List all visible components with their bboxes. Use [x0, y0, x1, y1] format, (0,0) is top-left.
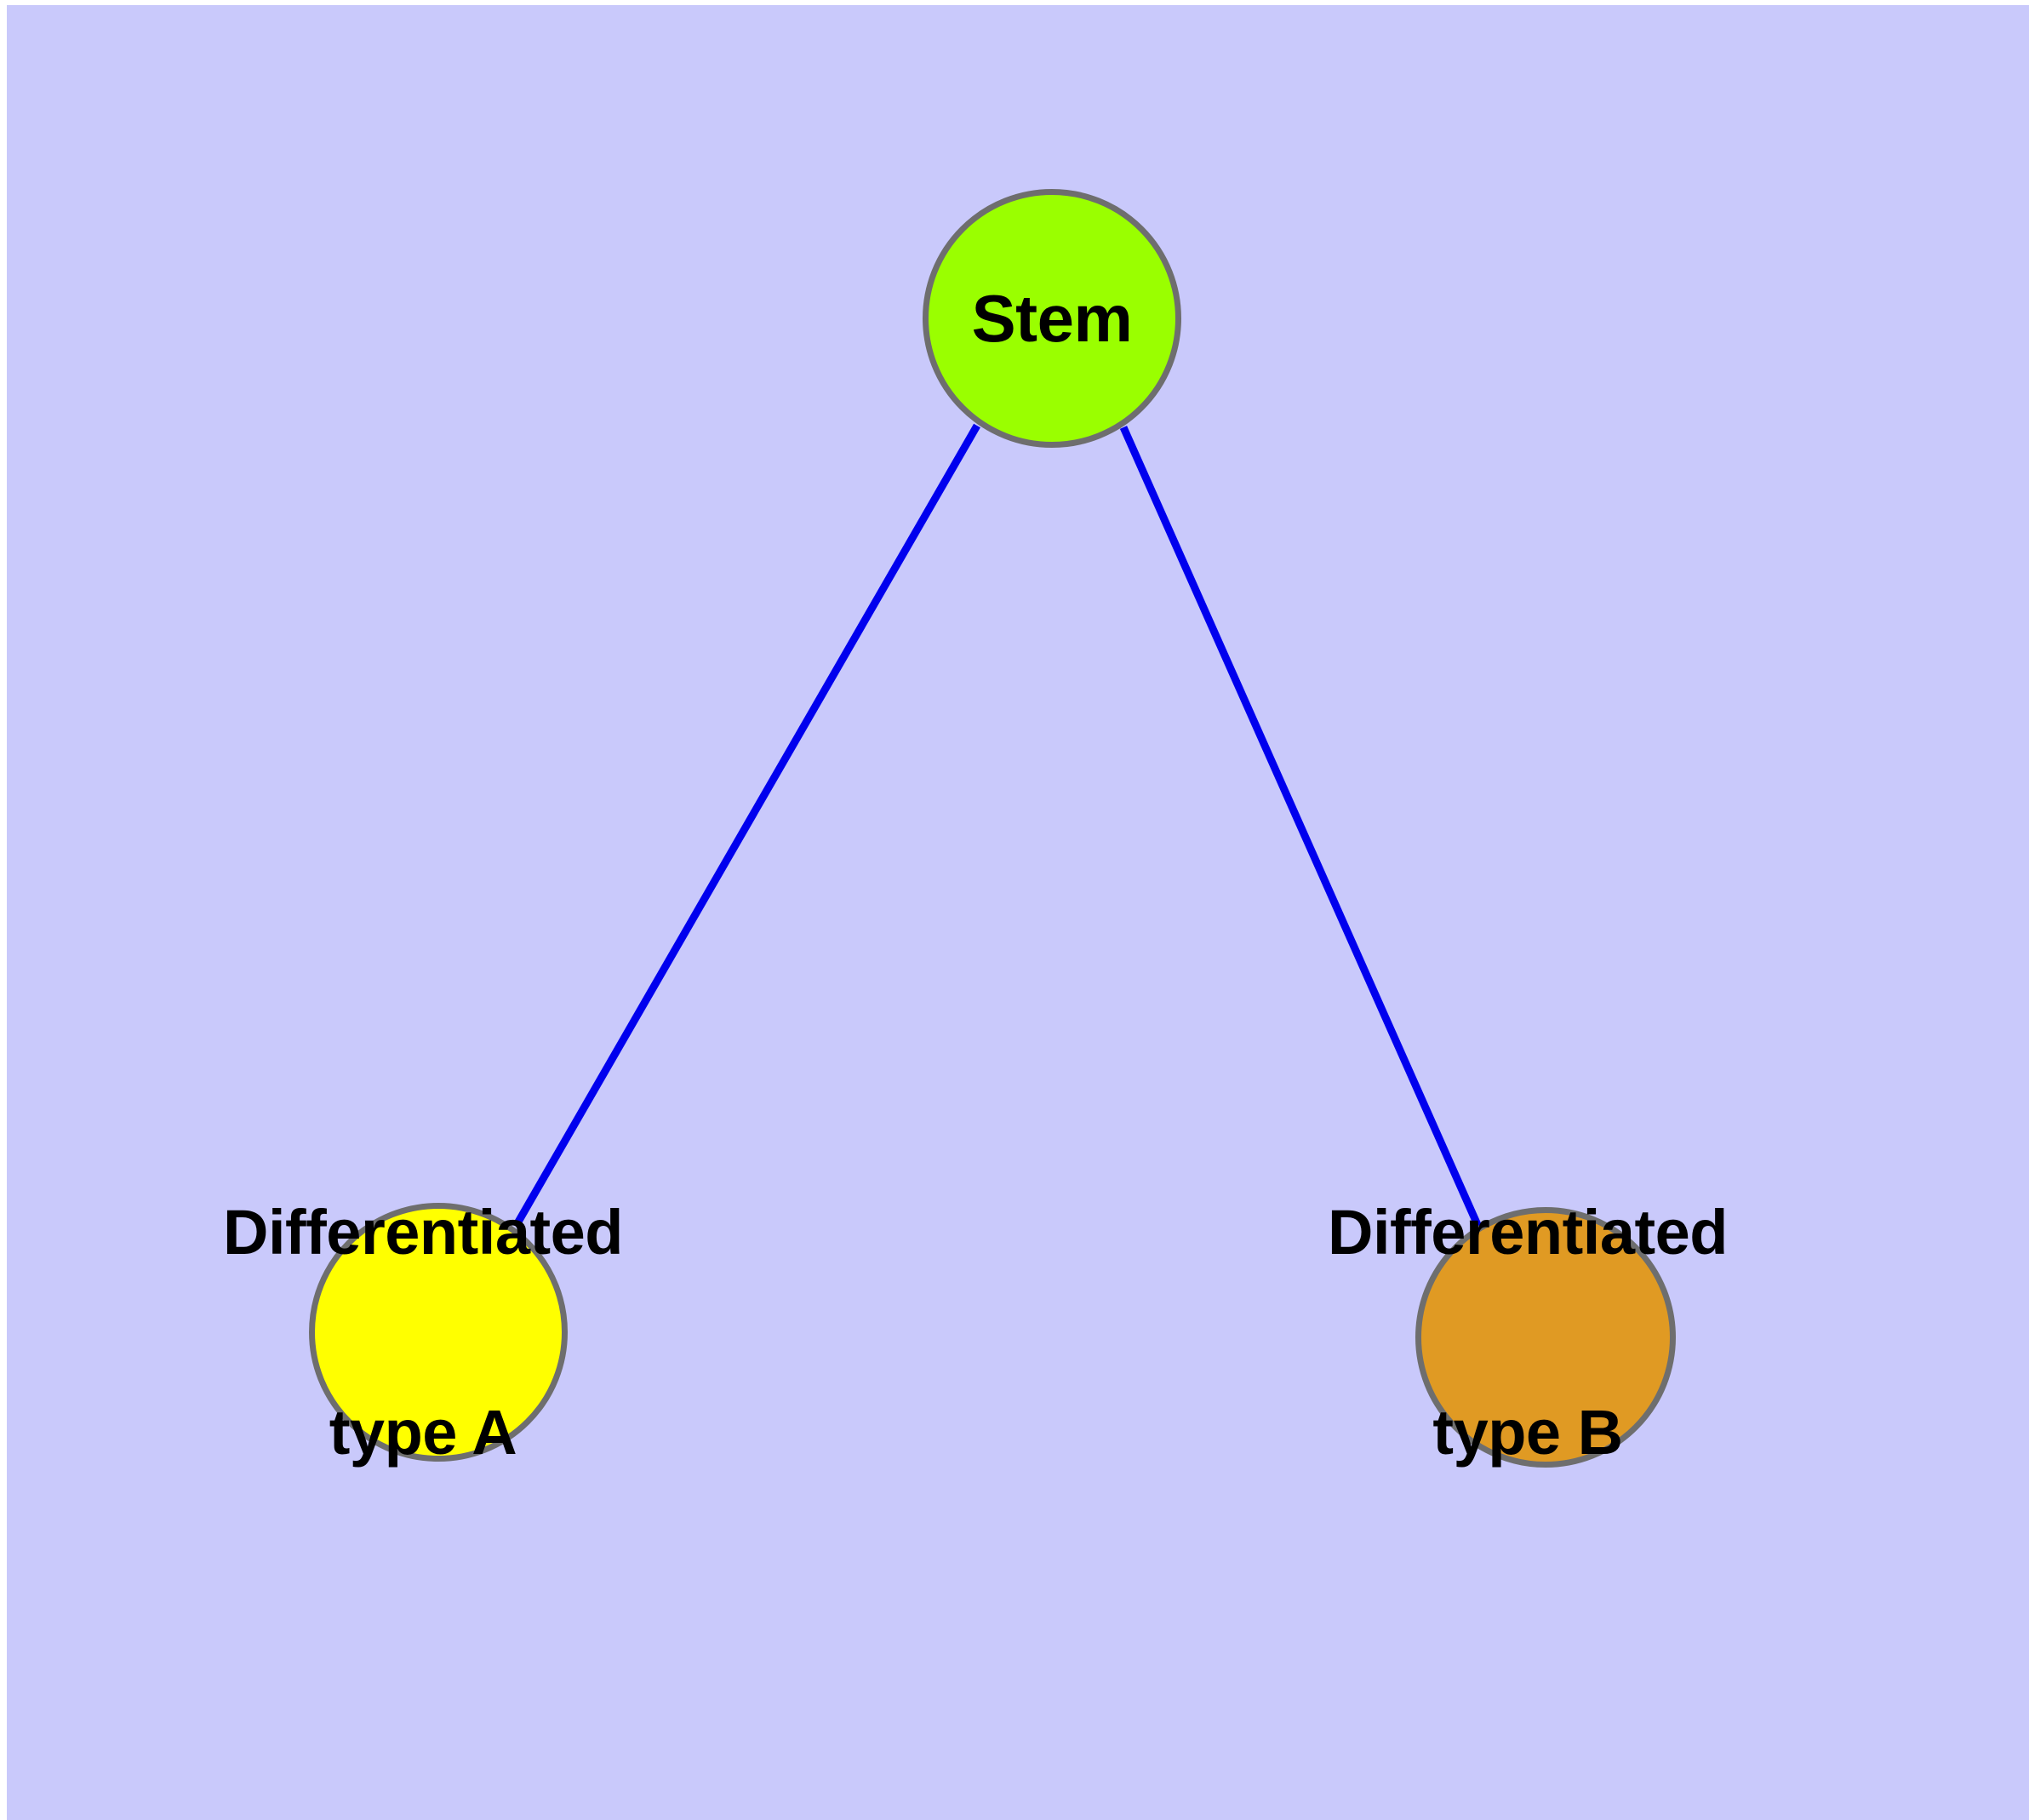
edge-stem-to-differentiated-type-a[interactable] [514, 423, 980, 1226]
node-stem-circle[interactable] [923, 189, 1181, 448]
node-differentiated-type-b-circle[interactable] [1415, 1207, 1676, 1468]
node-layer [309, 189, 1676, 1468]
edge-stem-to-differentiated-type-b[interactable] [1119, 426, 1483, 1228]
node-differentiated-type-a-circle[interactable] [309, 1203, 568, 1462]
edge-layer [514, 423, 1483, 1228]
